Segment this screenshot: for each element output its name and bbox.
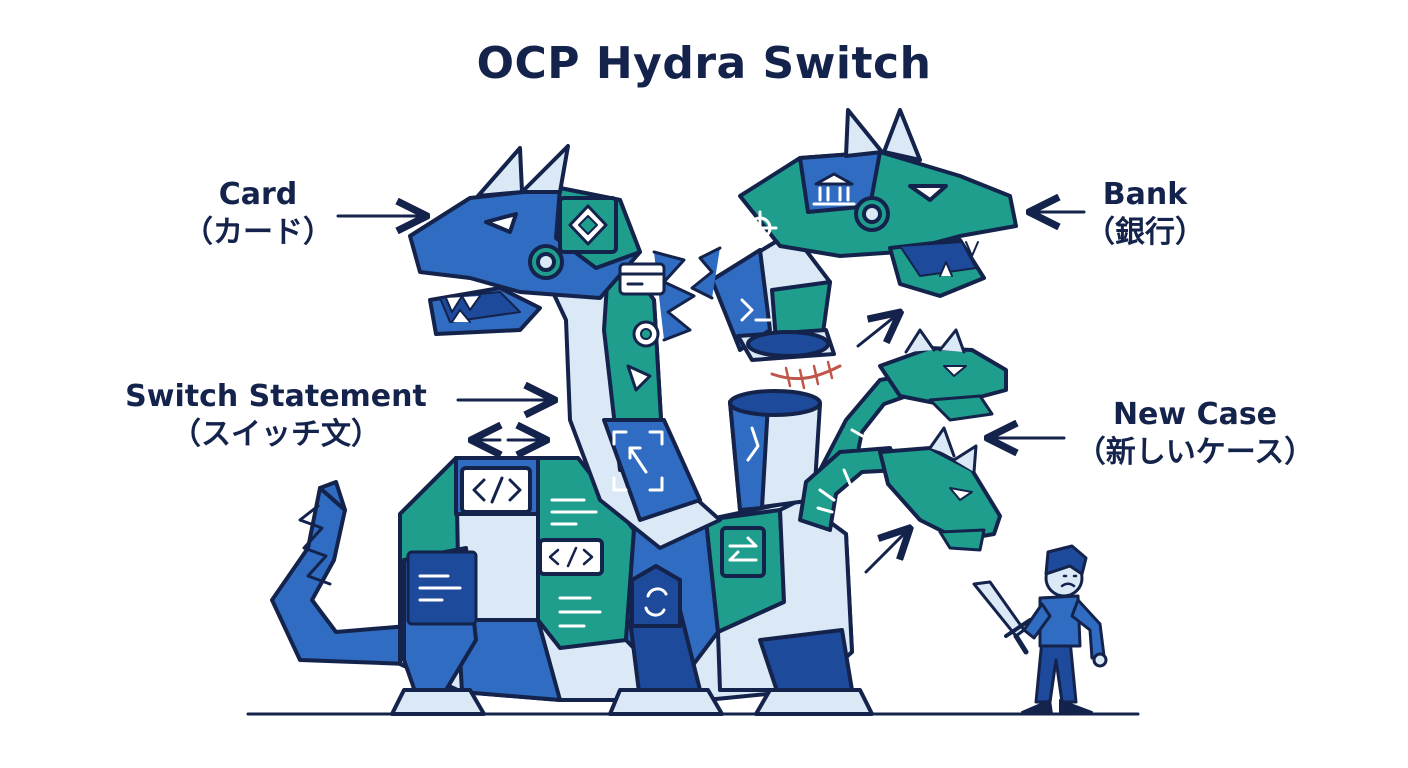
tail-tip — [318, 480, 347, 512]
sword-icon — [972, 580, 1032, 655]
head-newcase-lower — [878, 446, 1002, 542]
neck-bank-stump-cap — [746, 330, 830, 358]
knight-arm-right — [1070, 598, 1106, 660]
knight-hair — [1044, 544, 1088, 576]
cursor-icon — [626, 364, 652, 392]
scar-mark — [770, 364, 842, 381]
arrow-growth-upper — [856, 314, 898, 348]
knight-legs — [1034, 638, 1078, 704]
text-lines-icon-body — [550, 498, 602, 628]
front-left-foot — [390, 688, 486, 716]
head-bank-mouth — [899, 241, 977, 277]
head-bank-eye — [908, 184, 948, 202]
neck-bank-spikes — [690, 246, 722, 300]
settings-icon — [632, 320, 660, 348]
head-newcase-upper-horn — [904, 328, 966, 354]
head-card-horn-2 — [520, 144, 570, 194]
document-icon-body — [406, 550, 478, 626]
label-bank-en: Bank — [1102, 177, 1188, 212]
page-title: OCP Hydra Switch — [476, 38, 932, 89]
head-bank-horn-2 — [882, 108, 922, 162]
label-bank-jp: （銀行） — [1085, 215, 1205, 250]
terminal-icon — [740, 298, 772, 322]
neck-stump-center-panel — [728, 400, 770, 512]
head-newcase-lower-jaw — [938, 528, 986, 552]
neck-stump-crack — [746, 426, 760, 462]
label-switch-jp: （スイッチ文） — [171, 417, 381, 452]
head-card-eye — [484, 212, 518, 234]
head-newcase-lower-eye — [949, 487, 973, 501]
head-newcase-upper-eye — [943, 365, 967, 377]
label-new-case: New Case （新しいケース） — [1060, 396, 1330, 472]
diamond-icon — [558, 196, 618, 254]
head-newcase-lower-horn — [928, 426, 978, 474]
expand-icon — [612, 430, 664, 492]
head-card-teeth — [445, 295, 481, 323]
knight-feet — [1021, 699, 1093, 715]
label-card: Card （カード） — [168, 176, 348, 252]
head-card-horn-1 — [476, 146, 524, 198]
dragon-tail — [270, 486, 410, 666]
neck-newcase-lower-scales — [816, 468, 852, 514]
label-switch-en: Switch Statement — [125, 379, 427, 414]
arrow-growth-lower — [864, 530, 908, 574]
hind-left-foot — [608, 688, 724, 716]
refresh-icon — [630, 564, 682, 628]
head-newcase-upper — [878, 346, 1008, 406]
scar-stitches — [784, 360, 834, 390]
label-switch-statement: Switch Statement （スイッチ文） — [96, 378, 456, 454]
bank-icon — [812, 172, 856, 206]
knight-hand-right — [1092, 652, 1108, 668]
knight-figure — [972, 544, 1108, 715]
code-icon-body-mid — [538, 538, 604, 576]
target-icon — [742, 210, 778, 246]
knight-face — [1060, 574, 1078, 588]
tail-spine — [298, 504, 332, 586]
switch-arrows-icon — [720, 526, 766, 578]
card-icon — [618, 262, 666, 296]
head-bank-teeth — [939, 241, 979, 277]
neck-stump-center-cap — [728, 389, 822, 417]
label-newcase-en: New Case — [1112, 397, 1278, 432]
hind-right-foot — [754, 688, 874, 716]
label-card-jp: （カード） — [183, 215, 333, 250]
label-newcase-jp: （新しいケース） — [1075, 435, 1315, 470]
label-bank: Bank （銀行） — [1060, 176, 1230, 252]
label-card-en: Card — [218, 177, 298, 212]
head-newcase-upper-jaw — [928, 394, 994, 422]
neck-card-panel-2 — [602, 418, 702, 522]
code-icon-body-top — [460, 466, 532, 514]
head-bank-horn-1 — [844, 108, 884, 158]
